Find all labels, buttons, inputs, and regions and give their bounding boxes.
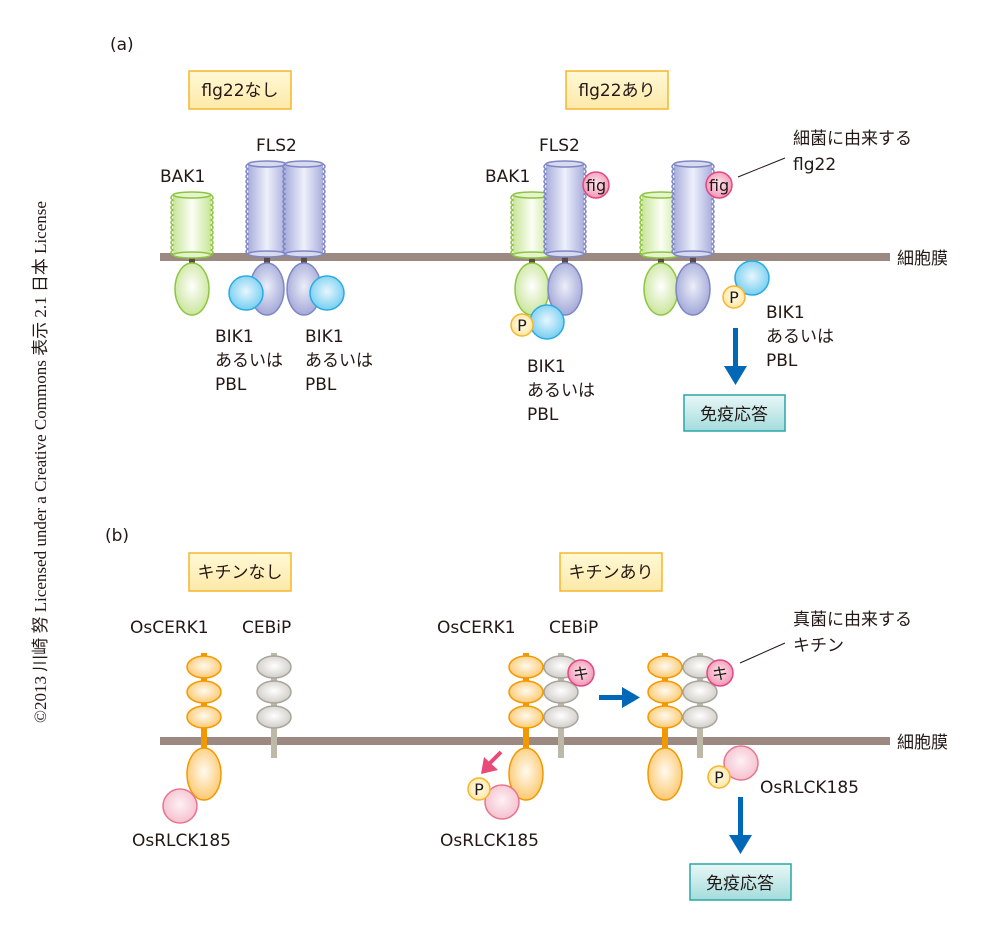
- bik1-protein: [309, 275, 345, 311]
- svg-text:P: P: [714, 768, 724, 787]
- bik1-protein: [734, 260, 770, 296]
- membrane-label-b: 細胞膜: [897, 733, 948, 753]
- kinase-label: BIK1: [215, 327, 254, 347]
- kinase-label: あるいは: [305, 351, 373, 371]
- ligand-source-label: 真菌に由来する: [793, 610, 912, 630]
- svg-text:免疫応答: 免疫応答: [700, 405, 768, 425]
- fls2-label: FLS2: [256, 136, 297, 156]
- svg-text:P: P: [729, 288, 739, 307]
- svg-text:キ: キ: [712, 664, 728, 683]
- kinase-label: PBL: [305, 375, 337, 395]
- condition-box-flg22-present: flg22あり: [565, 70, 669, 110]
- phosphate-marker: P: [722, 285, 746, 309]
- cebip-label: CEBiP: [242, 618, 291, 638]
- chitin-ligand: キ: [706, 659, 734, 687]
- oscerk1-receptor: [647, 653, 683, 801]
- bak1-label: BAK1: [485, 167, 530, 187]
- condition-label: キチンなし: [198, 563, 283, 583]
- ligand-source-label: flg22: [793, 155, 836, 175]
- oscerk1-receptor: [186, 653, 222, 801]
- kinase-label: BIK1: [766, 303, 805, 323]
- kinase-label: あるいは: [527, 381, 595, 401]
- chitin-ligand: キ: [567, 659, 595, 687]
- kinase-label: OsRLCK185: [440, 831, 539, 851]
- condition-label: キチンあり: [569, 563, 654, 583]
- kinase-label: BIK1: [527, 357, 566, 377]
- condition-label: flg22なし: [201, 81, 278, 101]
- signal-arrow-down: [724, 328, 747, 385]
- kinase-label: PBL: [766, 351, 798, 371]
- phosphate-marker: P: [707, 765, 731, 789]
- fls2-receptor: [543, 160, 587, 316]
- condition-box-chitin-present: キチンあり: [559, 552, 663, 592]
- membrane-label-a: 細胞膜: [897, 249, 948, 269]
- bik1-protein: [228, 275, 264, 311]
- bik1-protein: [529, 304, 565, 340]
- kinase-label: あるいは: [215, 351, 283, 371]
- oscerk1-label: OsCERK1: [437, 618, 516, 638]
- panel-a-label: (a): [110, 35, 134, 55]
- kinase-label: OsRLCK185: [132, 831, 231, 851]
- cebip-receptor: [682, 653, 718, 758]
- svg-text:fig: fig: [586, 176, 606, 195]
- condition-box-chitin-absent: キチンなし: [188, 552, 292, 592]
- flg22-ligand: fig: [582, 171, 610, 199]
- osrlck185-protein: [162, 788, 198, 824]
- bak1-label: BAK1: [160, 167, 205, 187]
- callout-line: [739, 642, 786, 664]
- transition-arrow-right: [599, 687, 640, 708]
- condition-label: flg22あり: [578, 81, 655, 101]
- phosphate-marker: P: [510, 313, 534, 337]
- svg-text:P: P: [517, 316, 527, 335]
- kinase-label: PBL: [215, 375, 247, 395]
- condition-box-flg22-absent: flg22なし: [188, 70, 292, 110]
- bak1-receptor: [170, 191, 214, 316]
- svg-text:免疫応答: 免疫応答: [706, 874, 774, 894]
- ligand-source-label: 細菌に由来する: [793, 129, 912, 149]
- svg-text:キ: キ: [573, 664, 589, 683]
- phosphorylation-arrow: [481, 750, 503, 774]
- fls2-receptor: [671, 160, 715, 316]
- oscerk1-label: OsCERK1: [130, 618, 209, 638]
- panel-b-label: (b): [105, 526, 129, 546]
- oscerk1-receptor: [508, 653, 544, 801]
- kinase-label: BIK1: [305, 327, 344, 347]
- fls2-label: FLS2: [539, 136, 580, 156]
- signal-arrow-down: [729, 797, 752, 854]
- svg-text:P: P: [474, 780, 484, 799]
- flg22-ligand: fig: [705, 171, 733, 199]
- callout-line: [737, 157, 786, 178]
- osrlck185-protein: [723, 745, 759, 781]
- kinase-label: OsRLCK185: [760, 778, 859, 798]
- cebip-label: CEBiP: [549, 618, 598, 638]
- phosphate-marker: P: [467, 777, 491, 801]
- ligand-source-label: キチン: [793, 636, 844, 656]
- svg-text:fig: fig: [709, 176, 729, 195]
- kinase-label: PBL: [527, 405, 559, 425]
- immune-response-box-a: 免疫応答: [683, 394, 786, 432]
- kinase-label: あるいは: [766, 327, 834, 347]
- immune-response-box-b: 免疫応答: [689, 863, 792, 901]
- osrlck185-protein: [484, 784, 520, 820]
- cebip-receptor: [256, 653, 292, 758]
